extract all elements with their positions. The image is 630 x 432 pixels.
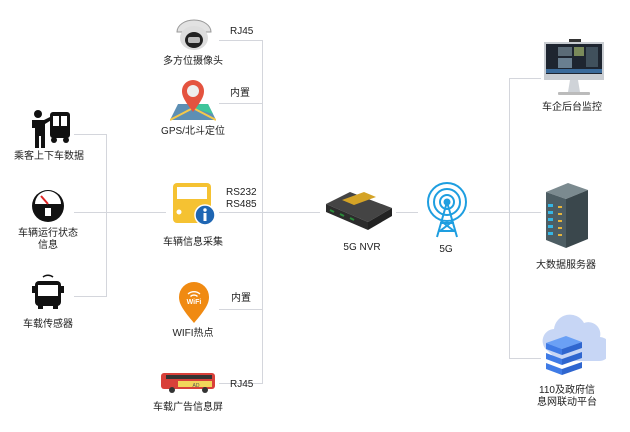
- connector-line: [219, 212, 320, 213]
- cloud-server-icon: [542, 314, 606, 375]
- connector-line: [74, 296, 106, 297]
- device-label: WIFI热点: [172, 328, 214, 339]
- output-label: 车企后台监控: [542, 102, 602, 113]
- device-label: 车载广告信息屏: [153, 402, 223, 413]
- device-label: GPS/北斗定位: [161, 126, 225, 137]
- svg-text:AD: AD: [193, 383, 200, 389]
- nvr-label: 5G NVR: [343, 242, 381, 253]
- link-label: RJ45: [230, 26, 254, 37]
- wifi-pin-icon: WiFi: [179, 282, 209, 323]
- fuel-gauge-icon: [32, 190, 64, 222]
- cell-tower-icon: [427, 182, 467, 238]
- output-label-line2: 息网联动平台: [537, 397, 597, 408]
- connector-line: [219, 309, 262, 310]
- link-label-line1: RS232: [226, 187, 257, 198]
- link-label: 内置: [231, 293, 251, 304]
- device-label: 多方位摄像头: [163, 56, 223, 67]
- input-label-line2: 信息: [38, 240, 58, 251]
- connector-line: [469, 212, 541, 213]
- link-label-line2: RS485: [226, 199, 257, 210]
- link-label: RJ45: [230, 379, 254, 390]
- input-label: 乘客上下车数据: [14, 151, 84, 162]
- svg-text:WiFi: WiFi: [187, 299, 202, 306]
- output-label: 大数据服务器: [536, 260, 596, 271]
- connector-line: [396, 212, 418, 213]
- passenger-bus-icon: [32, 110, 70, 148]
- nvr-device-icon: [326, 192, 392, 230]
- connector-line: [509, 78, 510, 358]
- monitor-icon: [544, 39, 604, 95]
- connector-line: [74, 212, 166, 213]
- connector-line: [219, 383, 262, 384]
- bus-sensor-icon: [32, 274, 64, 309]
- server-rack-icon: [546, 183, 588, 248]
- input-label-line1: 车辆运行状态: [18, 228, 78, 239]
- connector-line: [219, 40, 262, 41]
- network-label: 5G: [439, 244, 453, 255]
- input-label: 车载传感器: [23, 319, 73, 330]
- connector-line: [106, 134, 107, 297]
- connector-line: [509, 358, 541, 359]
- output-label-line1: 110及政府信: [539, 385, 595, 396]
- connector-line: [262, 40, 263, 384]
- connector-line: [509, 78, 541, 79]
- connector-line: [74, 134, 106, 135]
- map-pin-icon: [170, 80, 216, 121]
- link-label: 内置: [230, 88, 250, 99]
- connector-line: [219, 103, 262, 104]
- info-terminal-icon: [173, 183, 216, 226]
- device-label: 车辆信息采集: [163, 237, 223, 248]
- ad-bus-icon: AD: [161, 373, 215, 393]
- dome-camera-icon: [176, 19, 212, 50]
